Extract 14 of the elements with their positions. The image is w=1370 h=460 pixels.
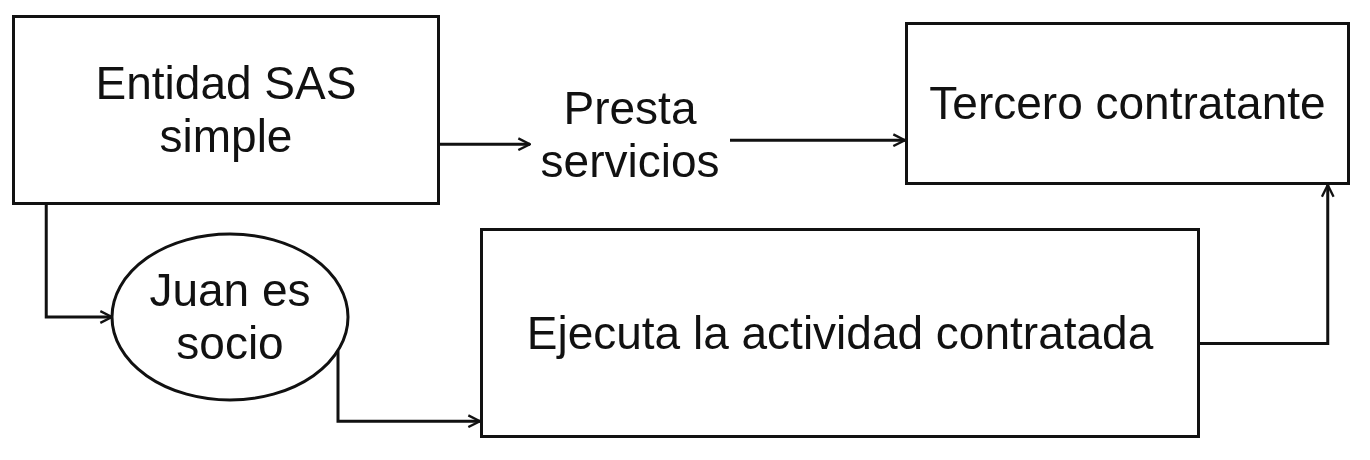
ellipse [110,232,350,402]
node-label: Tercero contratante [928,77,1327,130]
arrow [730,133,907,148]
arrow [440,137,532,152]
node-label: Entidad SAS simple [94,57,358,163]
flow-label: Presta servicios [539,82,721,188]
node-label: Ejecuta la actividad contratada [525,306,1155,360]
process-box [12,15,440,205]
arrow [1200,183,1335,345]
process-box [905,22,1350,185]
arrow [44,205,114,324]
process-box [480,228,1200,438]
node-label: Juan es socio [148,264,312,370]
arrow [336,350,482,429]
